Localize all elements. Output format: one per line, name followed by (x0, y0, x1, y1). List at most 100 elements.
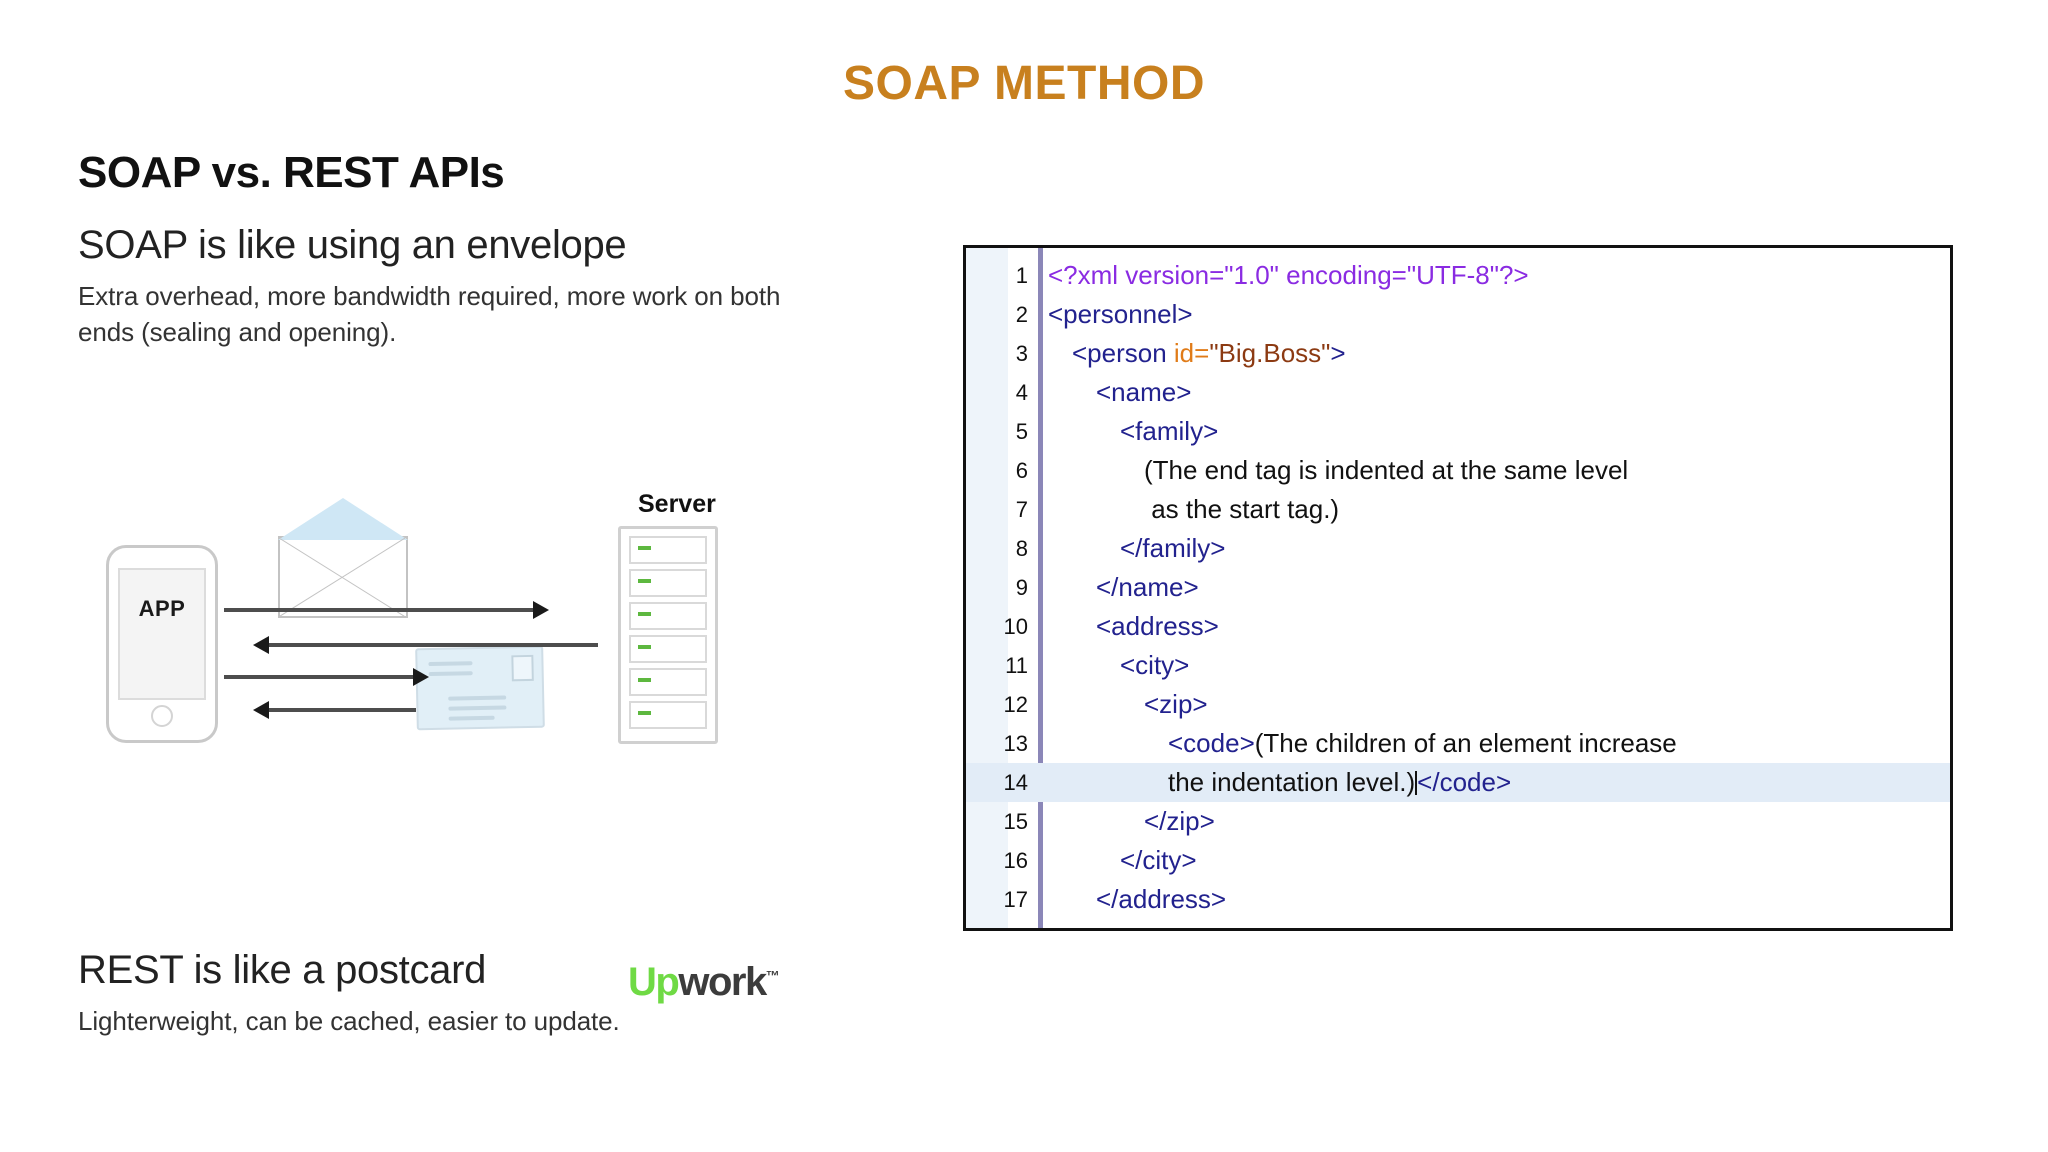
code-line-text: as the start tag.) (1048, 490, 1339, 529)
soap-subheading: SOAP is like using an envelope (78, 223, 627, 268)
code-line[interactable]: 14 the indentation level.)</code> (966, 763, 1950, 802)
upwork-logo-up: Up (628, 960, 680, 1004)
envelope-icon (278, 498, 408, 618)
server-led-icon (638, 546, 651, 550)
envelope-fold-lines (280, 538, 406, 616)
arrow-left-icon (253, 701, 416, 719)
code-line[interactable]: 12 <zip> (966, 685, 1950, 724)
code-line-list[interactable]: 1 <?xml version="1.0" encoding="UTF-8"?> 2… (966, 256, 1950, 919)
text-cursor (1415, 771, 1418, 795)
code-line[interactable]: 2 <personnel> (966, 295, 1950, 334)
code-token-tag: </code> (1417, 767, 1512, 797)
line-number: 1 (1015, 263, 1028, 288)
envelope-flap (278, 498, 408, 540)
code-token-tag: <address> (1096, 611, 1219, 641)
code-line-text: </family> (1048, 529, 1226, 568)
code-token-tag: </family> (1120, 533, 1226, 563)
code-line[interactable]: 8 </family> (966, 529, 1950, 568)
code-line-text: <person id="Big.Boss"> (1048, 334, 1346, 373)
line-number: 7 (1015, 497, 1028, 522)
postcard-icon (415, 645, 545, 731)
code-line-text: </city> (1048, 841, 1197, 880)
phone-screen (118, 568, 206, 700)
code-token-tag: <city> (1120, 650, 1190, 680)
code-line[interactable]: 15 </zip> (966, 802, 1950, 841)
code-line-text: the indentation level.)</code> (1048, 763, 1511, 802)
arrow-left-icon (253, 636, 598, 654)
arrow-right-icon (224, 668, 429, 686)
code-gutter-divider (1038, 248, 1043, 928)
page-title: SOAP METHOD (843, 57, 1205, 110)
line-number: 11 (1005, 653, 1028, 678)
code-line-text: <?xml version="1.0" encoding="UTF-8"?> (1048, 256, 1529, 295)
code-line[interactable]: 3 <person id="Big.Boss"> (966, 334, 1950, 373)
code-token-tag: </address> (1096, 884, 1227, 914)
line-number: 3 (1015, 341, 1028, 366)
code-token-text: as the start tag.) (1144, 494, 1340, 524)
line-number: 2 (1015, 302, 1028, 327)
code-token-tag: <personnel> (1048, 299, 1193, 329)
code-line-text: </zip> (1048, 802, 1215, 841)
code-line-text: <personnel> (1048, 295, 1193, 334)
rest-subheading: REST is like a postcard (78, 948, 487, 993)
code-line[interactable]: 4<name> (966, 373, 1950, 412)
phone-app-label: APP (138, 596, 186, 621)
code-line-text: </address> (1048, 880, 1226, 919)
code-line[interactable]: 16 </city> (966, 841, 1950, 880)
soap-vs-rest-infographic: SOAP vs. REST APIs SOAP is like using an… (78, 148, 838, 1036)
server-led-icon (638, 579, 651, 583)
line-number: 16 (1003, 848, 1028, 873)
code-line-text: (The end tag is indented at the same lev… (1048, 451, 1628, 490)
line-number: 5 (1015, 419, 1028, 444)
code-line[interactable]: 6 (The end tag is indented at the same le… (966, 451, 1950, 490)
line-number: 15 (1003, 809, 1028, 834)
code-token-tag: <person (1072, 338, 1174, 368)
upwork-logo-work: work (678, 960, 767, 1004)
arrow-right-icon (224, 601, 549, 619)
postcard-stamp (511, 654, 534, 682)
code-line[interactable]: 10 <address> (966, 607, 1950, 646)
server-led-icon (638, 678, 651, 682)
server-led-icon (638, 612, 651, 616)
line-number: 8 (1015, 536, 1028, 561)
line-number: 14 (1003, 770, 1028, 795)
code-token-tag: <zip> (1144, 689, 1208, 719)
line-number: 6 (1015, 458, 1028, 483)
line-number: 9 (1015, 575, 1028, 600)
server-led-icon (638, 645, 651, 649)
server-led-icon (638, 711, 651, 715)
code-line[interactable]: 17 </address> (966, 880, 1950, 919)
line-number: 10 (1003, 614, 1028, 639)
code-line-text: <name> (1048, 373, 1191, 412)
upwork-logo: Upwork™ (628, 960, 780, 1005)
server-label: Server (638, 490, 716, 518)
code-token-tag: <family> (1120, 416, 1219, 446)
code-line[interactable]: 7 as the start tag.) (966, 490, 1950, 529)
xml-code-panel[interactable]: 1 <?xml version="1.0" encoding="UTF-8"?> 2… (963, 245, 1953, 931)
code-line-text: </name> (1048, 568, 1199, 607)
code-token-val: "Big.Boss" (1209, 338, 1331, 368)
code-line-text: <zip> (1048, 685, 1208, 724)
code-token-tag: <code> (1168, 728, 1255, 758)
code-line-text: <address> (1048, 607, 1219, 646)
code-line[interactable]: 11 <city> (966, 646, 1950, 685)
code-token-tag: </name> (1096, 572, 1199, 602)
code-line[interactable]: 13<code>(The children of an element incr… (966, 724, 1950, 763)
code-token-tag: <name> (1096, 377, 1192, 407)
infographic-heading: SOAP vs. REST APIs (78, 148, 505, 197)
line-number: 17 (1003, 887, 1028, 912)
code-line-text: <code>(The children of an element increa… (1048, 724, 1677, 763)
code-token-decl: <?xml version="1.0" encoding="UTF-8"?> (1048, 260, 1529, 290)
code-gutter-background (966, 248, 1008, 928)
rest-body-text: Lighterweight, can be cached, easier to … (78, 1006, 620, 1037)
code-line[interactable]: 1 <?xml version="1.0" encoding="UTF-8"?> (966, 256, 1950, 295)
code-line[interactable]: 5 <family> (966, 412, 1950, 451)
code-token-tag: </zip> (1144, 806, 1215, 836)
code-line[interactable]: 9 </name> (966, 568, 1950, 607)
phone-home-button-icon (151, 705, 173, 727)
code-token-text: the indentation level.) (1168, 767, 1416, 797)
line-number: 12 (1003, 692, 1028, 717)
code-line-text: <city> (1048, 646, 1189, 685)
server-rack-icon (618, 526, 718, 744)
soap-body-text: Extra overhead, more bandwidth required,… (78, 281, 781, 348)
